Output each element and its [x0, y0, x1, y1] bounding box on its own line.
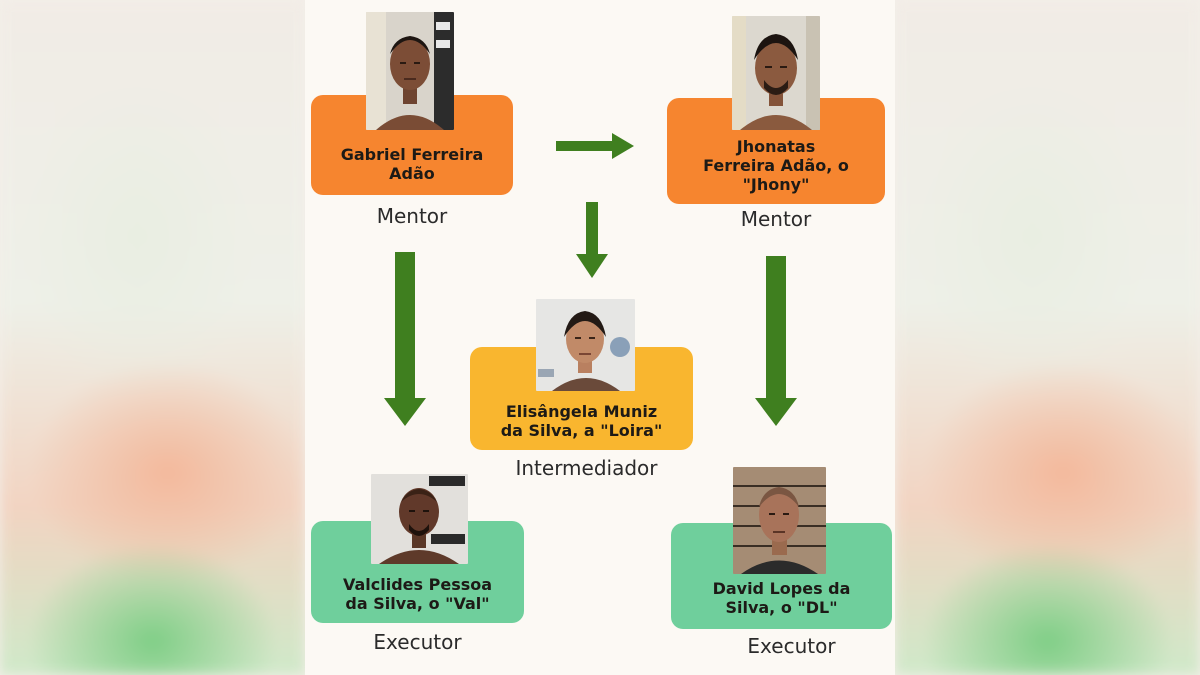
- mugshot-man-photo: [366, 12, 454, 130]
- mugshot-man-photo: [732, 16, 820, 130]
- node-role-valclides: Executor: [373, 630, 462, 654]
- node-name-elisangela: Elisângela Muniz da Silva, a "Loira": [500, 402, 663, 440]
- portrait-icon: [366, 12, 454, 130]
- mugshot-man-photo: [371, 474, 468, 564]
- mugshot-man-photo: [733, 467, 826, 574]
- arrow-right-icon: [556, 133, 636, 159]
- node-role-jhonatas: Mentor: [740, 207, 812, 231]
- node-name-valclides: Valclides Pessoa da Silva, o "Val": [342, 575, 493, 613]
- arrow-down-icon: [755, 256, 797, 428]
- portrait-icon: [536, 299, 635, 391]
- node-name-jhonatas: Jhonatas Ferreira Adão, o "Jhony": [703, 137, 849, 194]
- blurred-background-left: [0, 0, 305, 675]
- node-name-david: David Lopes da Silva, o "DL": [712, 579, 851, 617]
- node-role-david: Executor: [747, 634, 836, 658]
- arrow-down-icon: [576, 202, 608, 280]
- portrait-icon: [371, 474, 468, 564]
- arrow-down-icon: [384, 252, 426, 428]
- node-name-gabriel: Gabriel Ferreira Adão: [340, 145, 484, 183]
- node-role-gabriel: Mentor: [376, 204, 448, 228]
- mugshot-woman-photo: [536, 299, 635, 391]
- blurred-background-right: [895, 0, 1200, 675]
- node-role-elisangela: Intermediador: [515, 456, 658, 480]
- portrait-icon: [732, 16, 820, 130]
- portrait-icon: [733, 467, 826, 574]
